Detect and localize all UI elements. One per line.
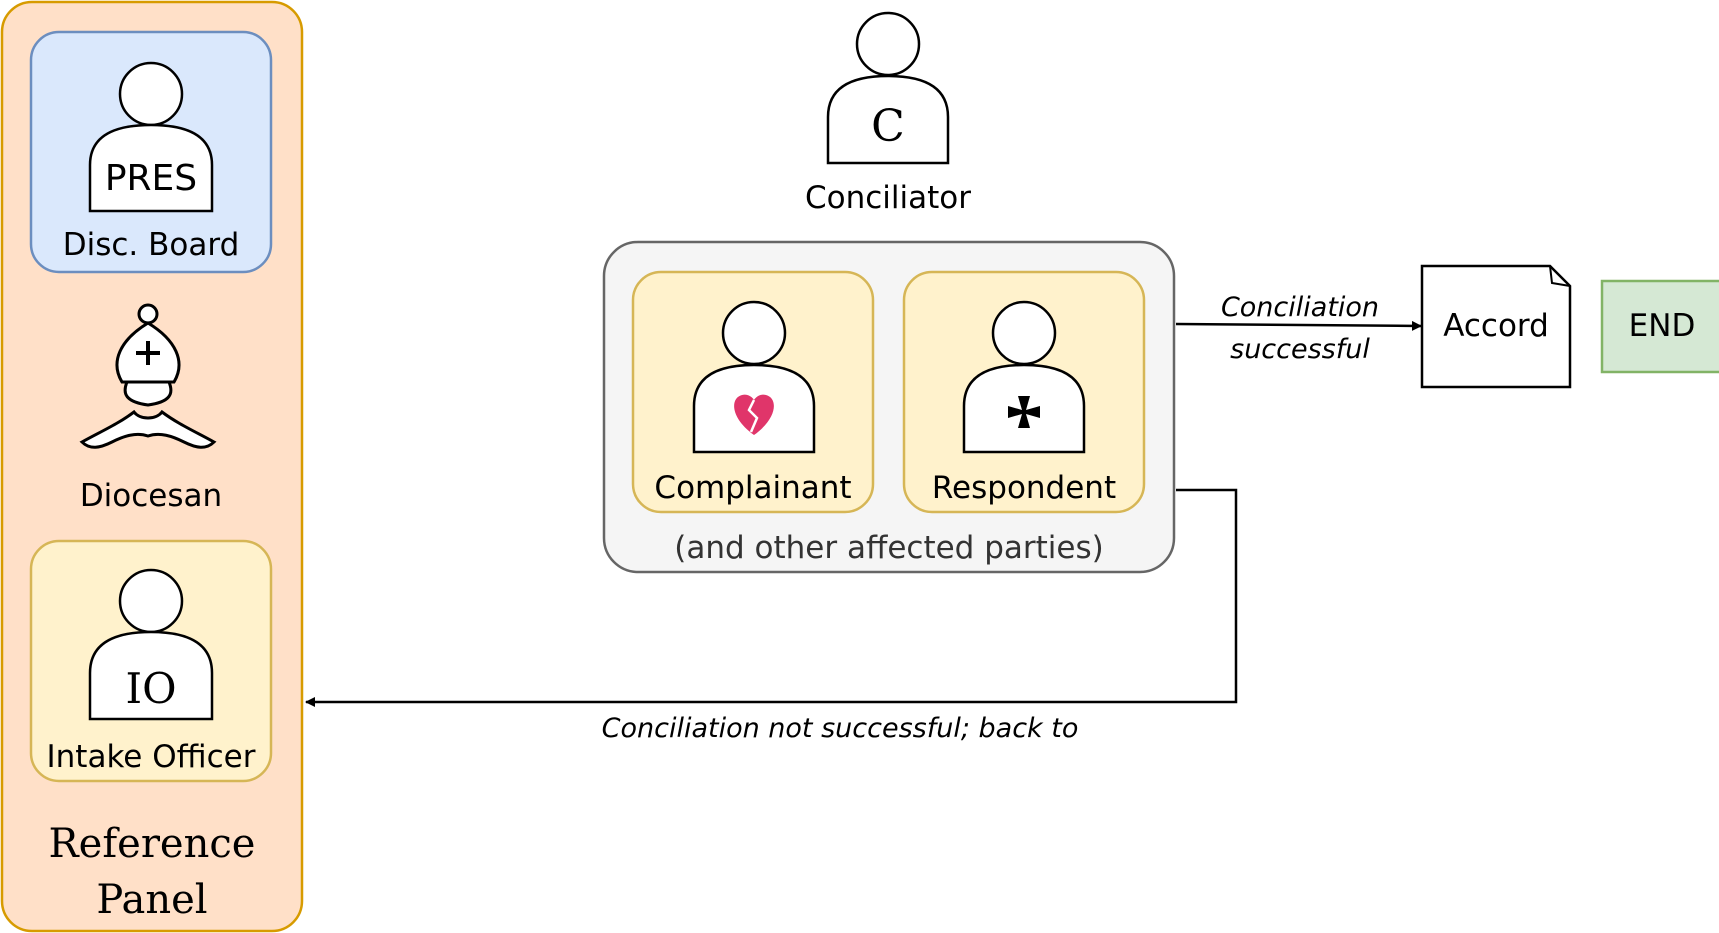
reference-panel-title-line1: Reference (48, 821, 256, 867)
accord-document-fold (1549, 265, 1571, 287)
person-icon (88, 568, 214, 721)
disc-board-badge: PRES (104, 158, 198, 199)
conciliator-label: Conciliator (804, 180, 971, 216)
end-label: END (1628, 308, 1696, 344)
cross-pattee-icon (1008, 396, 1040, 428)
accord-document (1420, 264, 1572, 389)
disc-board-label: Disc. Board (62, 227, 240, 263)
diocesan-label: Diocesan (79, 478, 223, 514)
intake-officer-badge: IO (125, 664, 177, 713)
intake-officer-label: Intake Officer (46, 739, 256, 775)
conciliator-badge: C (871, 101, 905, 152)
success-arrow (1175, 320, 1422, 331)
success-label-line1: Conciliation (1220, 292, 1380, 323)
conciliator-person-icon (826, 11, 950, 165)
failure-arrow (305, 488, 1238, 707)
person-icon (88, 61, 214, 213)
success-label-line2: successful (1230, 334, 1370, 365)
reference-panel-title-line2: Panel (96, 877, 208, 923)
end-box (1600, 279, 1719, 374)
bishop-icon (79, 303, 217, 449)
accord-label: Accord (1443, 308, 1549, 344)
failure-label: Conciliation not successful; back to (601, 713, 1079, 744)
respondent-label: Respondent (931, 470, 1117, 506)
complainant-label: Complainant (654, 470, 852, 506)
broken-heart-icon (734, 394, 774, 435)
parties-note: (and other affected parties) (674, 530, 1104, 566)
